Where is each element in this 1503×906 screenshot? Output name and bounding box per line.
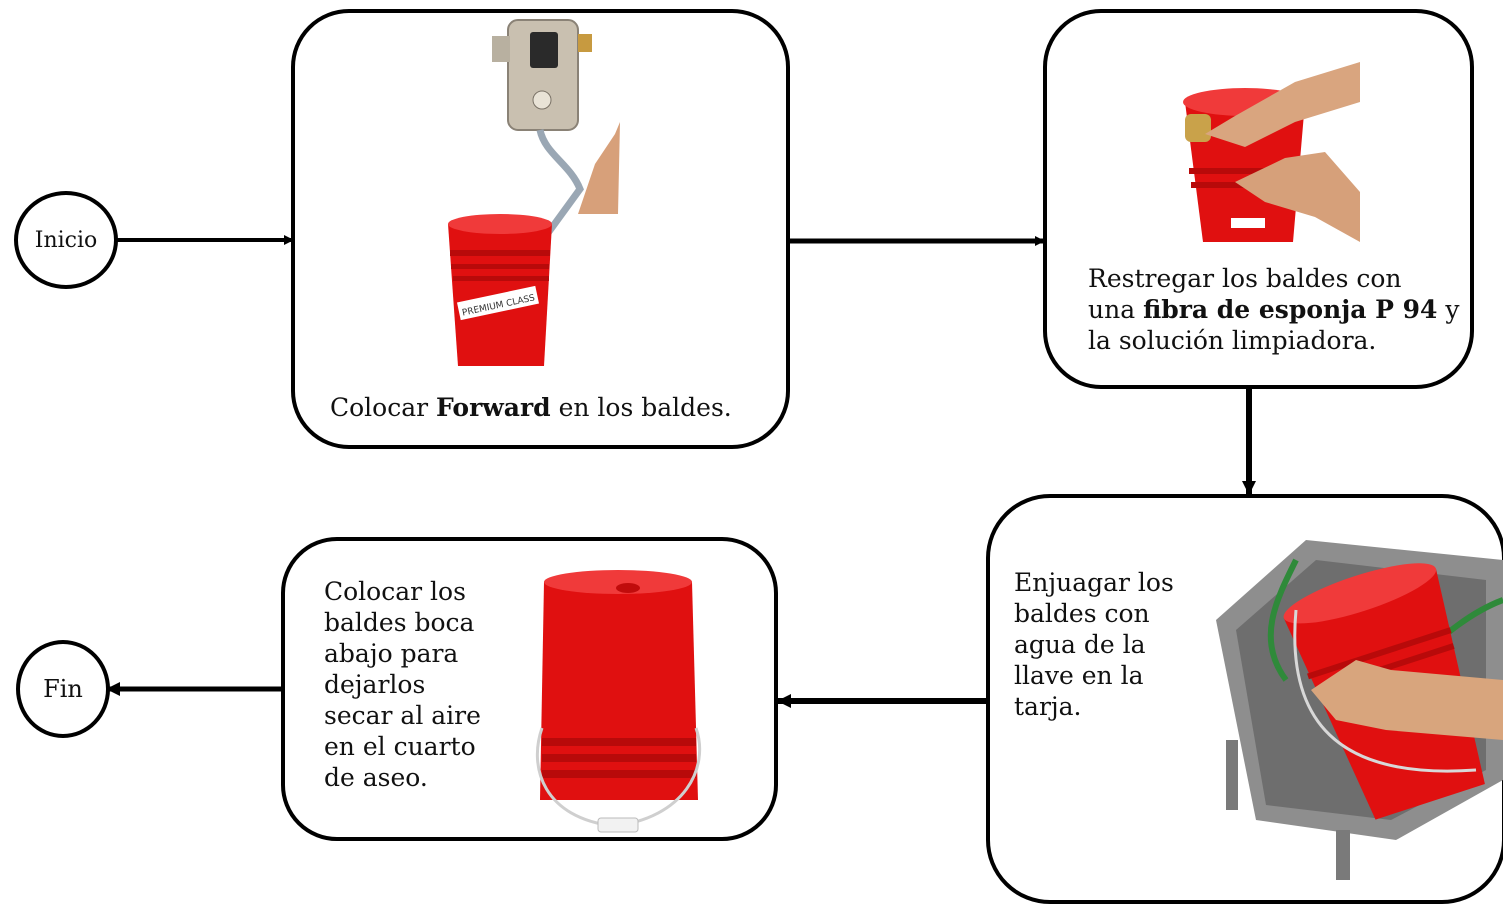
step1-text-bold: Forward: [436, 393, 551, 422]
step2-line-3: la solución limpiadora.: [1088, 326, 1377, 355]
start-node: Inicio: [14, 191, 118, 289]
end-label: Fin: [43, 675, 83, 703]
step2-line-2-pre: una: [1088, 295, 1144, 324]
end-node: Fin: [16, 640, 110, 738]
step4-line: de aseo.: [324, 763, 428, 792]
step3-image: [1216, 540, 1503, 880]
step4-image: [535, 570, 702, 833]
step2-line-1: Restregar los baldes con: [1088, 264, 1402, 293]
step2-line-2: una fibra de esponja P 94 y: [1088, 294, 1460, 325]
step3-line: Enjuagar los: [1014, 568, 1174, 597]
step4-line: Colocar los: [324, 577, 466, 606]
step4-line: abajo para: [324, 639, 459, 668]
step2-image: [1183, 62, 1360, 242]
step2-line-2-bold: fibra de esponja P 94: [1143, 295, 1438, 324]
step4-line: dejarlos: [324, 670, 426, 699]
step3-line: agua de la: [1014, 630, 1146, 659]
step1-text: Colocar Forward en los baldes.: [330, 392, 732, 423]
step3-line: llave en la: [1014, 661, 1144, 690]
step4-line: secar al aire: [324, 701, 481, 730]
step2-line-2-post: y: [1437, 295, 1460, 324]
step4-line: en el cuarto: [324, 732, 476, 761]
step2-text: Restregar los baldes con una fibra de es…: [1088, 263, 1460, 356]
step3-line: tarja.: [1014, 692, 1082, 721]
start-label: Inicio: [34, 227, 98, 253]
step1-text-before: Colocar: [330, 393, 437, 422]
step3-text: Enjuagar los baldes con agua de la llave…: [1014, 567, 1174, 722]
step1-text-after: en los baldes.: [550, 393, 732, 422]
step4-line: baldes boca: [324, 608, 475, 637]
step4-text: Colocar los baldes boca abajo para dejar…: [324, 576, 481, 793]
step3-line: baldes con: [1014, 599, 1150, 628]
step1-image: PREMIUM CLASS: [448, 19, 620, 366]
